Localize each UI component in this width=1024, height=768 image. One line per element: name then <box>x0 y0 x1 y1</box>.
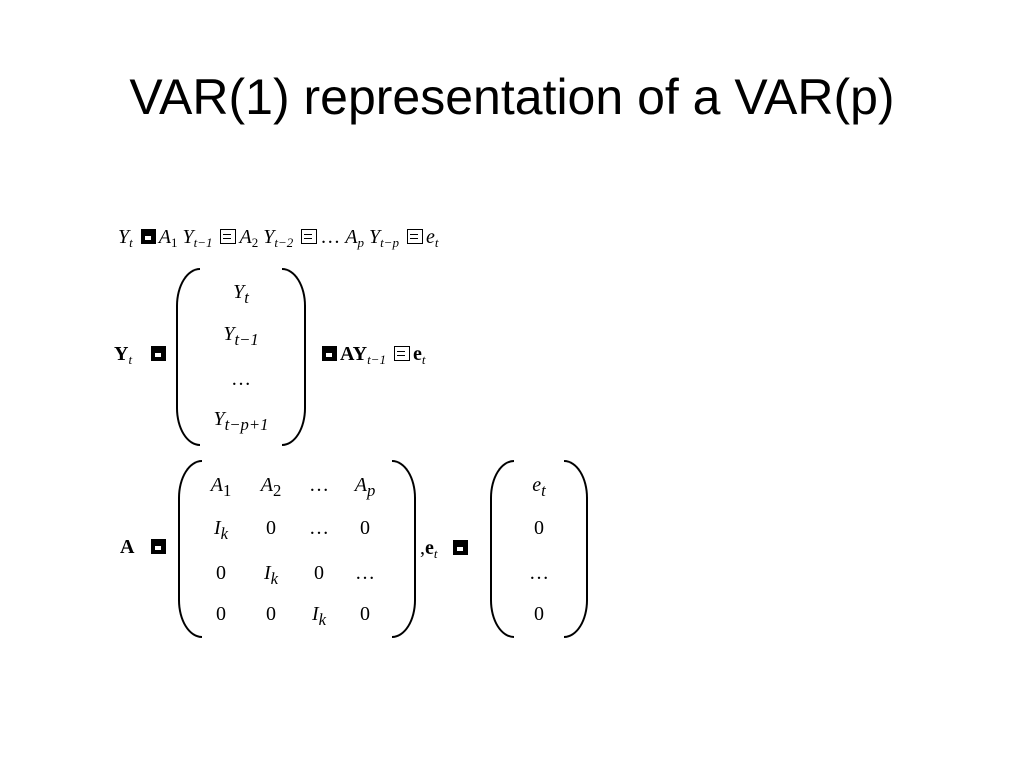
eq2-lhs-sub: t <box>128 352 133 367</box>
e-vector-row-4: 0 <box>534 603 544 625</box>
eq3-e-label: ,et <box>420 537 471 560</box>
matrix-cell: A2 <box>260 474 282 500</box>
eq3-lhs-group: A <box>120 536 169 559</box>
eq2-lhs: Y <box>114 343 129 365</box>
eq2-vector-row-2: Yt−1 <box>223 323 259 349</box>
matrix-cell: 0 <box>360 603 370 625</box>
eq3-matrix-right-paren <box>392 460 416 638</box>
slide-title: VAR(1) representation of a VAR(p) <box>129 69 895 125</box>
eq1-lhs-sub: t <box>129 235 133 250</box>
eq2-vector-row-1: Yt <box>233 281 249 307</box>
matrix-cell: 0 <box>266 517 276 539</box>
matrix-cell: 0 <box>216 562 226 584</box>
eq2-vector-row-3: … <box>231 368 251 390</box>
eq1-y2-sub: t−2 <box>274 235 294 250</box>
matrix-cell: 0 <box>360 517 370 539</box>
e-vector-row-2: 0 <box>534 517 544 539</box>
eq1-y1-sub: t−1 <box>193 235 213 250</box>
eq2-rhs-a-sub: t−1 <box>367 352 386 367</box>
eq1-dots: … <box>320 226 341 248</box>
eq1-y1: Y <box>182 226 194 248</box>
equals-symbol-icon <box>151 539 167 554</box>
matrix-cell: 0 <box>216 603 226 625</box>
matrix-cell: 0 <box>266 603 276 625</box>
eq3-lhs: A <box>120 536 135 558</box>
eq2-left-paren <box>176 268 200 446</box>
eq1-ap-sub: p <box>357 235 364 250</box>
equals-symbol-icon <box>151 346 167 361</box>
matrix-cell: … <box>355 562 375 584</box>
eq1-a2: A <box>239 226 252 248</box>
plus-symbol-icon <box>301 229 318 244</box>
plus-symbol-icon <box>220 229 237 244</box>
equals-symbol-icon <box>140 229 156 244</box>
eq2-right-paren <box>282 268 306 446</box>
eq1-yp: Y <box>368 226 381 248</box>
matrix-cell: A1 <box>210 474 232 500</box>
eq1-y2: Y <box>263 226 275 248</box>
eq1-a2-sub: 2 <box>251 235 259 250</box>
eq3-e-left-paren <box>490 460 514 638</box>
plus-symbol-icon <box>393 346 410 361</box>
matrix-cell: … <box>309 474 329 496</box>
eq1-err: e <box>425 226 435 248</box>
eq2-rhs-e: e <box>412 343 422 365</box>
eq2-rhs-a: AY <box>340 343 368 365</box>
matrix-cell: 0 <box>314 562 324 584</box>
eq3-e-right-paren <box>564 460 588 638</box>
eq2-vector-row-4: Yt−p+1 <box>213 408 269 434</box>
eq2-lhs-group: Yt <box>114 343 169 366</box>
eq1-yp-sub: t−p <box>380 235 399 250</box>
eq2-rhs-e-sub: t <box>421 352 426 367</box>
eq1-a1: A <box>158 226 171 248</box>
matrix-cell: Ik <box>263 562 279 588</box>
eq2-rhs: AYt−1 et <box>319 343 425 366</box>
eq1-ap: A <box>345 226 358 248</box>
matrix-cell: … <box>309 517 329 539</box>
e-vector-row-3: … <box>529 562 549 584</box>
eq1-lhs: Y <box>118 226 130 248</box>
plus-symbol-icon <box>406 229 423 244</box>
equation-var-p: Yt A1 Yt−1 A2 Yt−2 … Ap Yt−p et <box>118 226 438 249</box>
matrix-cell: Ik <box>213 517 229 543</box>
matrix-cell: Ap <box>354 474 376 500</box>
equals-symbol-icon <box>322 346 337 361</box>
eq1-err-sub: t <box>434 235 439 250</box>
eq1-a1-sub: 1 <box>170 235 178 250</box>
matrix-cell: Ik <box>311 603 327 629</box>
e-vector-row-1: et <box>532 474 546 500</box>
equals-symbol-icon <box>452 540 468 555</box>
